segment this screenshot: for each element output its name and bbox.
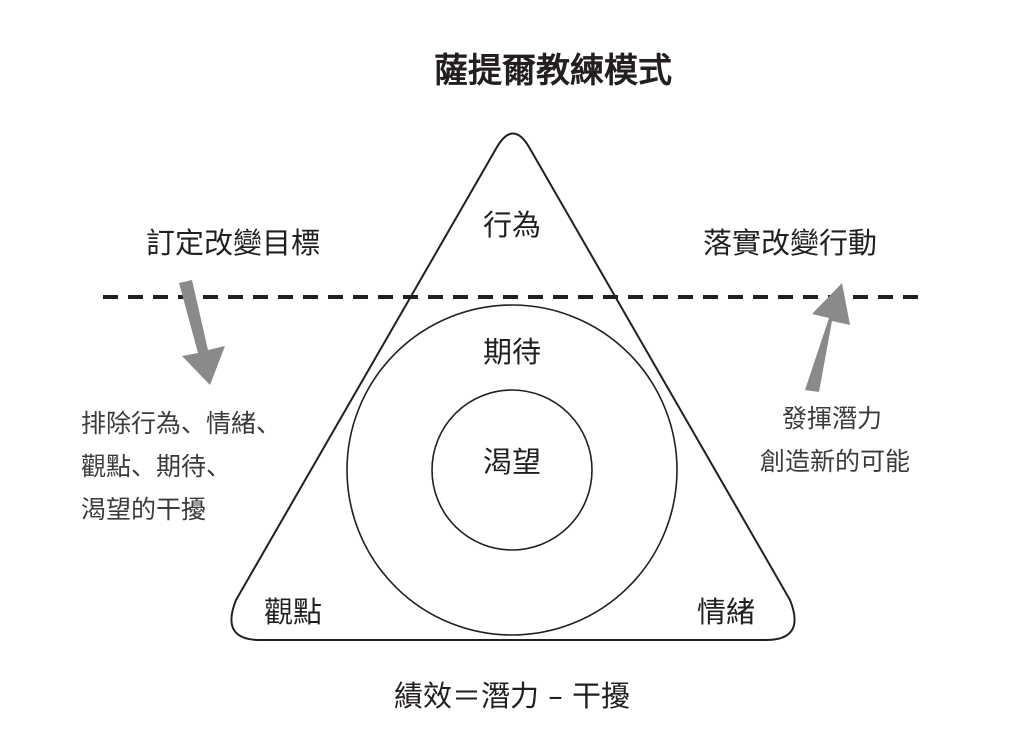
- left-note-line-1: 排除行為、情緒、: [81, 409, 281, 438]
- inner-circle: [431, 389, 593, 551]
- right-note-line-2: 創造新的可能: [760, 447, 910, 476]
- left-note-line-2: 觀點、期待、: [81, 452, 231, 481]
- node-feelings: 情緒: [697, 595, 755, 629]
- arrow-down-icon: [179, 280, 225, 385]
- right-heading: 落實改變行動: [703, 226, 877, 260]
- node-perception: 觀點: [264, 595, 322, 629]
- diagram-title: 薩提爾教練模式: [434, 51, 672, 91]
- left-note-line-3: 渴望的干擾: [81, 495, 206, 524]
- node-behavior: 行為: [483, 208, 541, 242]
- performance-formula: 績效＝潛力 – 干擾: [394, 679, 630, 713]
- triangle-outline: [230, 132, 796, 641]
- right-note-line-1: 發揮潛力: [782, 404, 882, 433]
- node-yearnings: 渴望: [483, 445, 541, 479]
- node-expectations: 期待: [483, 335, 541, 369]
- outer-circle: [346, 304, 678, 636]
- left-heading: 訂定改變目標: [146, 226, 320, 260]
- arrow-up-icon: [805, 283, 850, 392]
